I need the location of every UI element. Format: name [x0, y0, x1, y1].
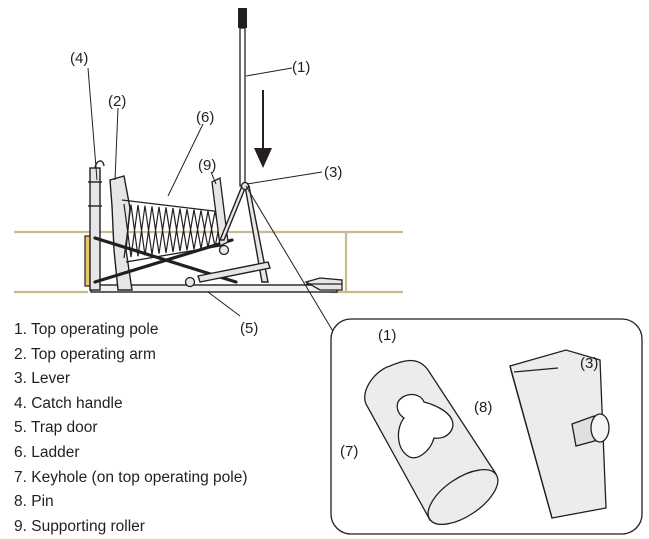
- callout-trap-door: (5): [240, 320, 258, 337]
- callout-keyhole: (7): [340, 443, 358, 460]
- callout-supporting-roller: (9): [198, 157, 216, 174]
- legend-item: 4. Catch handle: [14, 394, 123, 412]
- callout-pin: (8): [474, 399, 492, 416]
- legend-item: 6. Ladder: [14, 443, 80, 461]
- callout-lever: (3): [324, 164, 342, 181]
- keyhole: [396, 393, 454, 459]
- legend-item: 9. Supporting roller: [14, 517, 145, 535]
- callout-detail-pole: (1): [378, 327, 396, 344]
- catch-handle: [88, 160, 105, 291]
- legend-item: 8. Pin: [14, 493, 54, 511]
- pin: [571, 413, 610, 447]
- lever-frame: [197, 185, 271, 283]
- legend-item: 3. Lever: [14, 370, 71, 388]
- ladder: [121, 199, 223, 263]
- detail-lever: [509, 349, 607, 519]
- parts-legend: 1. Top operating pole 2. Top operating a…: [14, 318, 248, 539]
- callout-top-operating-pole: (1): [292, 59, 310, 76]
- legend-item: 1. Top operating pole: [14, 321, 159, 338]
- legend-item: 2. Top operating arm: [14, 345, 156, 363]
- legend-item: 7. Keyhole (on top operating pole): [14, 468, 248, 486]
- callout-ladder: (6): [196, 109, 214, 126]
- push-down-arrow-icon: [254, 90, 272, 168]
- ceiling-joist: [14, 230, 403, 294]
- callout-detail-lever: (3): [580, 355, 598, 372]
- legend-item: 5. Trap door: [14, 419, 98, 437]
- hinge-fitting: [304, 277, 343, 291]
- callout-top-operating-arm: (2): [108, 93, 126, 110]
- callout-catch-handle: (4): [70, 50, 88, 67]
- top-operating-pole: [238, 8, 247, 187]
